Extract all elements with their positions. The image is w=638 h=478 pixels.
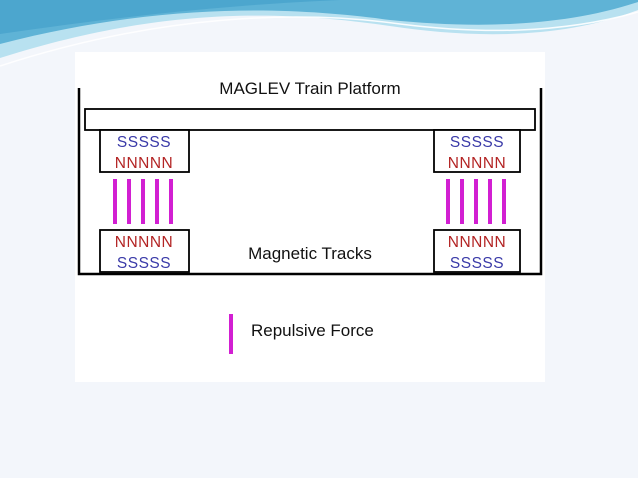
tracks-label: Magnetic Tracks bbox=[248, 244, 372, 263]
track-magnet-left-south-row: SSSSS bbox=[117, 255, 171, 272]
repulsive-force-lines-left bbox=[113, 179, 173, 224]
track-magnet-left-north-row: NNNNN bbox=[115, 234, 173, 251]
track-magnet-right bbox=[433, 229, 521, 273]
platform-label: MAGLEV Train Platform bbox=[219, 79, 400, 98]
maglev-diagram-svg: MAGLEV Train Platform SSSSS NNNNN SSSSS … bbox=[77, 79, 543, 354]
track-magnet-left bbox=[99, 229, 190, 273]
platform-magnet-right-south-row: SSSSS bbox=[450, 134, 504, 151]
track-magnet-right-south-row: SSSSS bbox=[450, 255, 504, 272]
track-magnet-right-north-row: NNNNN bbox=[448, 234, 506, 251]
repulsive-force-lines-right bbox=[446, 179, 506, 224]
platform-magnet-left bbox=[99, 129, 190, 173]
platform-magnet-right bbox=[433, 129, 521, 173]
platform-magnet-left-south-row: SSSSS bbox=[117, 134, 171, 151]
train-platform bbox=[84, 108, 536, 131]
maglev-diagram: MAGLEV Train Platform SSSSS NNNNN SSSSS … bbox=[75, 52, 545, 382]
track-frame bbox=[77, 88, 543, 276]
platform-magnet-right-north-row: NNNNN bbox=[448, 155, 506, 172]
legend-label: Repulsive Force bbox=[251, 321, 374, 340]
platform-magnet-left-north-row: NNNNN bbox=[115, 155, 173, 172]
